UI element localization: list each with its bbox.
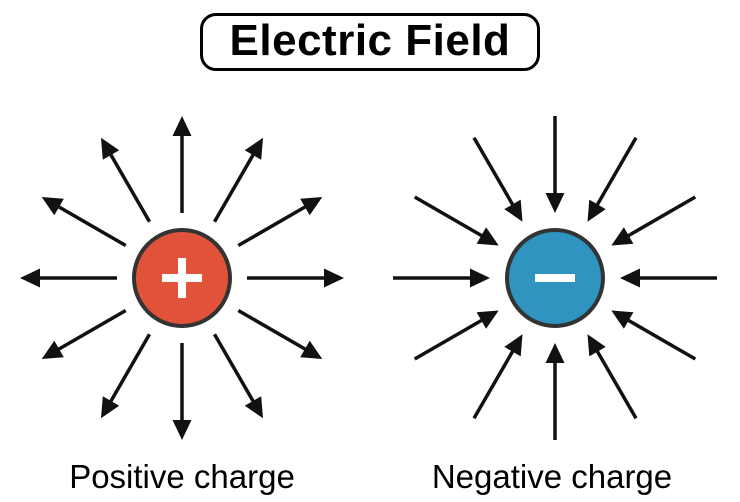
field-arrow-shaft (594, 349, 638, 420)
field-arrow-shaft (212, 333, 256, 404)
field-arrow-head (244, 137, 263, 160)
field-arrow-head (324, 268, 344, 288)
field-arrow-shaft (472, 349, 516, 420)
field-arrow-head (20, 268, 40, 288)
field-arrow-shaft (108, 152, 152, 223)
field-arrow-shaft (56, 204, 127, 248)
field-arrow-shaft (626, 317, 697, 361)
field-arrow-shaft (56, 308, 127, 352)
field-arrow-head (545, 193, 565, 213)
field-arrow-head (244, 396, 263, 419)
field-arrow-shaft (413, 317, 484, 361)
field-arrow-shaft (472, 136, 516, 207)
page-title: Electric Field (229, 16, 511, 65)
field-arrow-head (587, 334, 606, 357)
field-arrow-head (41, 340, 64, 359)
field-arrow-shaft (237, 308, 308, 352)
field-arrow-head (476, 227, 499, 246)
field-arrow-head (587, 199, 606, 222)
negative-charge-label: Negative charge (431, 458, 673, 495)
field-arrow-shaft (108, 333, 152, 404)
negative-charge-field (393, 116, 717, 440)
field-arrow-head (41, 197, 64, 216)
field-arrow-head (504, 334, 523, 357)
field-arrow-head (101, 137, 120, 160)
title-box: Electric Field (200, 13, 540, 71)
field-arrow-head (620, 268, 640, 288)
field-arrow-head (504, 199, 523, 222)
field-arrow-shaft (626, 195, 697, 239)
positive-charge-field (20, 116, 344, 440)
field-arrow-head (611, 227, 634, 246)
field-arrow-head (470, 268, 490, 288)
field-arrow-head (611, 310, 634, 329)
field-arrow-head (300, 340, 323, 359)
field-arrow-shaft (237, 204, 308, 248)
field-arrow-shaft (594, 136, 638, 207)
field-arrow-shaft (212, 152, 256, 223)
field-arrow-head (172, 116, 192, 136)
field-arrow-head (172, 420, 192, 440)
field-arrow-head (101, 396, 120, 419)
positive-charge-label: Positive charge (69, 458, 295, 495)
field-arrow-shaft (413, 195, 484, 239)
field-arrow-head (545, 343, 565, 363)
field-arrow-head (300, 197, 323, 216)
field-arrow-head (476, 310, 499, 329)
